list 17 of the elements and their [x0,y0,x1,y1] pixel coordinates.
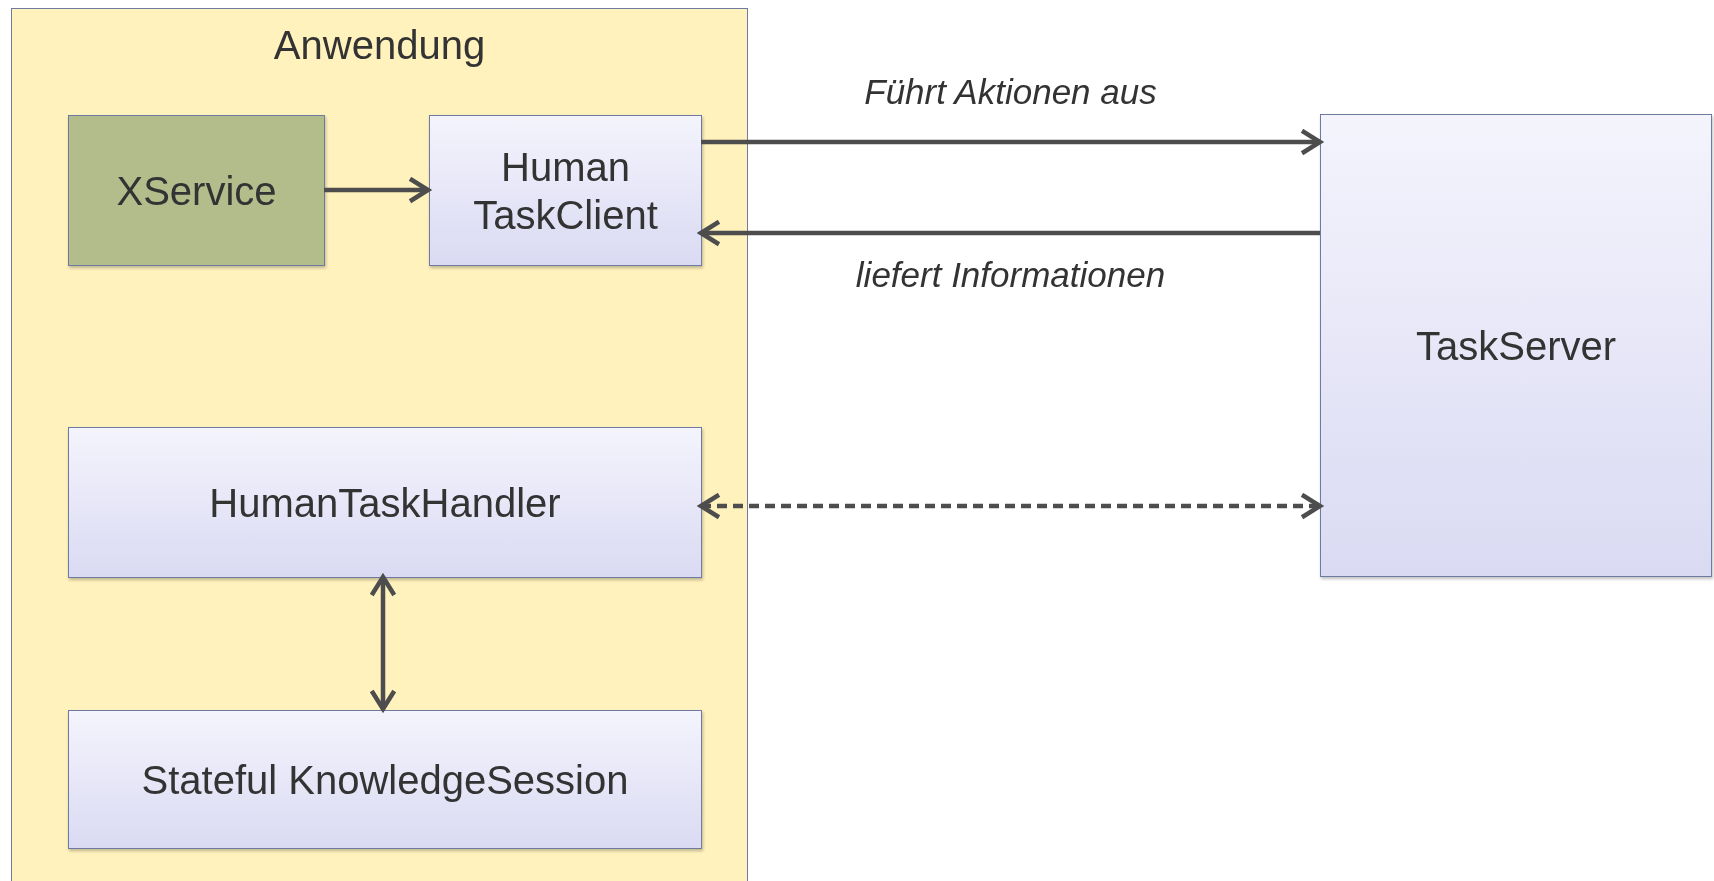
node-label: HumanTaskHandler [209,479,561,527]
node-label: Stateful KnowledgeSession [141,756,629,804]
arrow [698,219,1320,247]
arrow [698,492,1323,520]
node-label: Human TaskClient [472,143,659,239]
component-box [429,115,702,266]
arrow [369,574,397,712]
application-panel [11,8,748,881]
node-label: TaskServer [1415,322,1617,370]
service-box [68,115,325,266]
component-box [68,710,702,849]
component-box [68,427,702,578]
arrow [324,176,431,204]
node-label: XService [116,167,277,215]
arrow [701,128,1323,156]
panel-title: Anwendung [273,22,486,69]
server-box [1320,114,1712,577]
